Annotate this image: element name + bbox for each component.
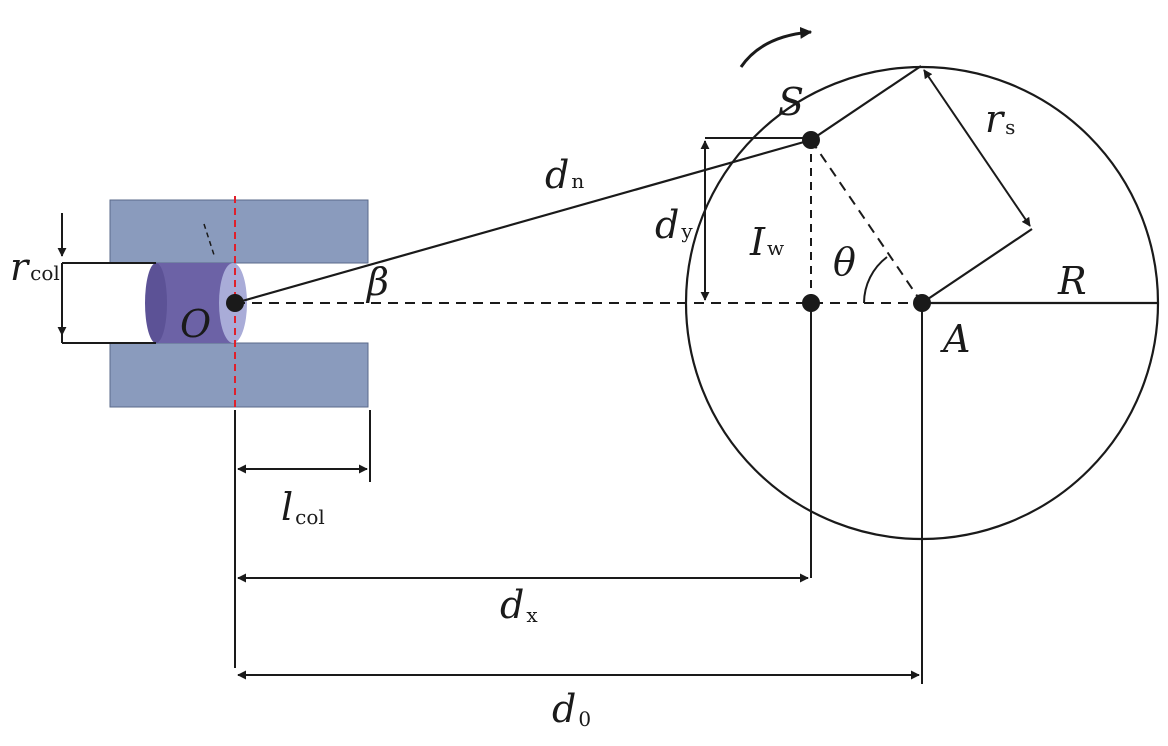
collimator-cylinder-back <box>145 263 167 343</box>
rotation-arrow <box>739 26 813 68</box>
S-A-dashed-line <box>810 139 923 304</box>
collimator-top-plate <box>109 199 369 264</box>
collimator-angle-tick <box>203 223 216 259</box>
d-n-line <box>234 138 812 305</box>
label-theta: θ <box>833 240 856 284</box>
label-S: S <box>778 80 804 124</box>
r-s-arrow <box>923 69 1031 227</box>
point-A <box>913 294 931 312</box>
S-rotation-arm <box>810 65 922 141</box>
A-rotation-arm <box>921 228 1033 304</box>
point-S <box>802 131 820 149</box>
collimator-bottom-plate <box>109 342 369 408</box>
theta-arc <box>863 256 888 304</box>
point-O <box>226 294 244 312</box>
point-I-w-foot <box>802 294 820 312</box>
label-O: O <box>180 302 211 346</box>
label-A: A <box>940 317 970 361</box>
label-R: R <box>1057 259 1087 303</box>
label-beta: β <box>365 260 389 304</box>
